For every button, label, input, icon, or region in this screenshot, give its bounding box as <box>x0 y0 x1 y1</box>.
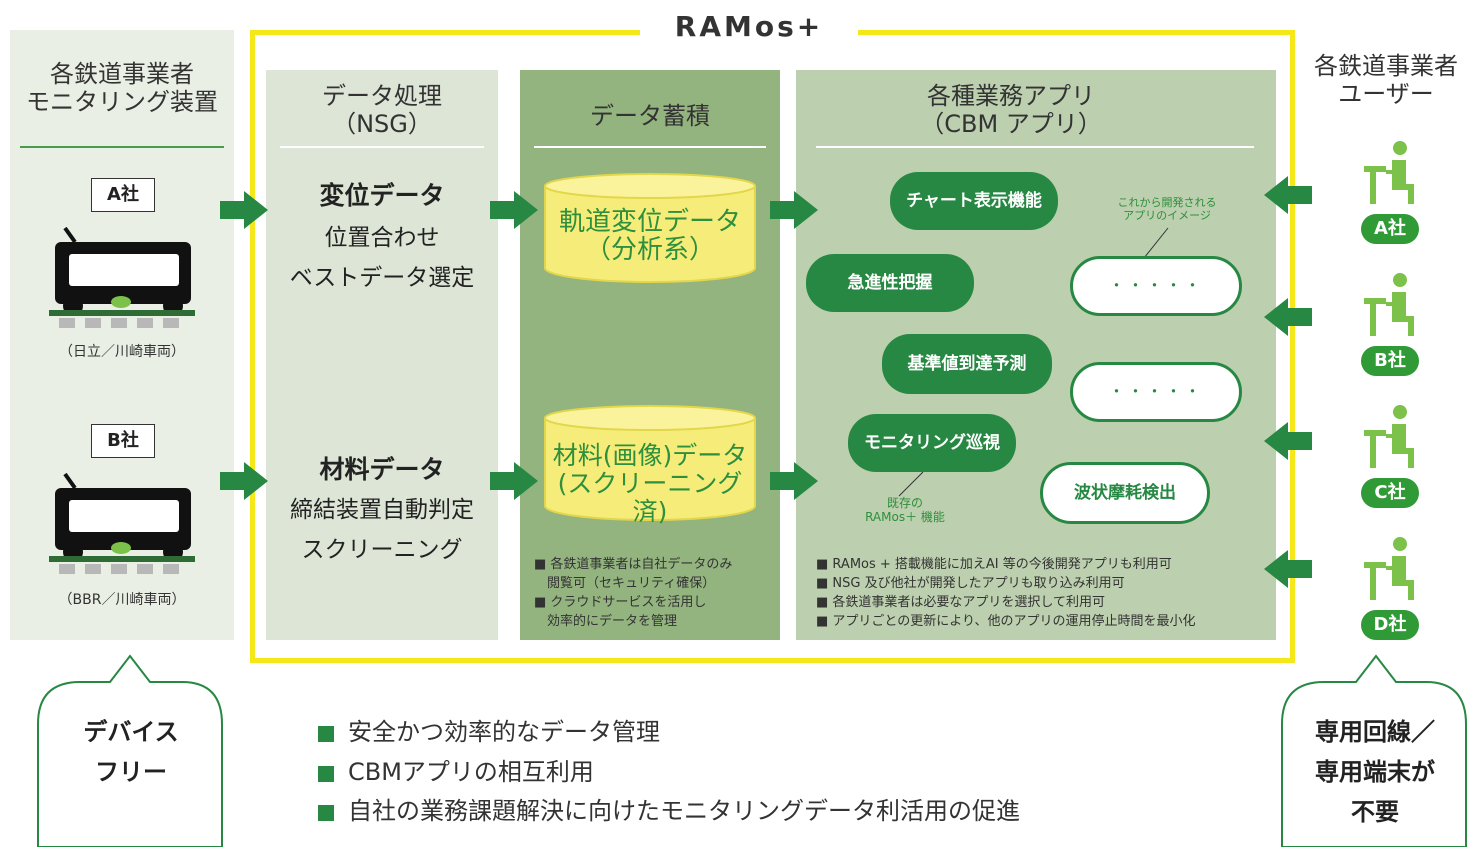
user-at-desk-icon <box>1364 141 1414 204</box>
apps-note-2: ■ NSG 及び他社が開発したアプリも取り込み利用可 <box>816 576 1125 591</box>
app-threshold-prediction: 基準値到達予測 <box>882 334 1052 394</box>
app-wave-wear-detection: 波状摩耗検出 <box>1040 462 1210 524</box>
benefit-item: 安全かつ効率的なデータ管理 <box>318 712 660 747</box>
storage-note-2: ■ クラウドサービスを活用し <box>534 595 707 610</box>
bullet-square-icon <box>318 726 334 742</box>
left-speech-bubble-shape <box>37 654 223 847</box>
material-data-title: 材料データ <box>319 455 445 484</box>
user-at-desk-icon <box>1364 537 1414 600</box>
train-a-icon <box>49 226 195 328</box>
bullet-square-icon <box>318 805 334 821</box>
users-heading: 各鉄道事業者 ユーザー <box>1314 52 1458 108</box>
user-at-desk-icon <box>1364 405 1414 468</box>
business-apps-heading: 各種業務アプリ （CBM アプリ） <box>920 82 1102 138</box>
existing-features-label: 既存の RAMos＋ 機能 <box>865 496 945 524</box>
diagram-title: RAMos+ <box>674 10 824 43</box>
no-dedicated-line-label: 専用回線／ 専用端末が 不要 <box>1315 718 1435 826</box>
user-b-badge: B社 <box>1361 346 1419 376</box>
user-at-desk-icon <box>1364 273 1414 336</box>
caption-b: （BBR／川崎車両） <box>58 592 186 608</box>
data-storage-column <box>520 70 780 640</box>
user-c-badge: C社 <box>1361 478 1419 508</box>
displacement-step-1: 位置合わせ <box>324 225 440 251</box>
data-storage-heading: データ蓄積 <box>590 102 710 130</box>
app-chart-display: チャート表示機能 <box>890 172 1058 230</box>
data-processing-column <box>266 70 498 640</box>
divider <box>20 146 224 148</box>
flow-arrow-right-icon <box>770 462 818 500</box>
train-b-icon <box>49 472 195 574</box>
flow-arrow-left-icon <box>1264 550 1312 588</box>
future-apps-label: これから開発される アプリのイメージ <box>1117 196 1217 222</box>
apps-note-1: ■ RAMos + 搭載機能に加えAI 等の今後開発アプリも利用可 <box>816 557 1172 572</box>
displacement-step-2: ベストデータ選定 <box>289 265 475 291</box>
benefit-text: CBMアプリの相互利用 <box>348 758 594 786</box>
title-gap <box>640 10 858 50</box>
storage-note-1b: 閲覧可（セキュリティ確保） <box>534 576 716 591</box>
divider <box>534 146 766 148</box>
database-cylinder-1 <box>544 173 756 283</box>
bullet-square-icon <box>318 766 334 782</box>
storage-note-2b: 効率的にデータを管理 <box>534 614 678 629</box>
benefit-item: CBMアプリの相互利用 <box>318 752 594 787</box>
material-step-2: スクリーニング <box>301 537 463 563</box>
flow-arrow-right-icon <box>220 462 268 500</box>
user-d-badge: D社 <box>1361 610 1419 640</box>
apps-note-3: ■ 各鉄道事業者は必要なアプリを選択して利用可 <box>816 595 1106 610</box>
future-app-placeholder-2: ・・・・・ <box>1070 362 1242 422</box>
divider <box>816 146 1254 148</box>
track-displacement-data: 軌道変位データ （分析系） <box>558 207 741 265</box>
material-step-1: 締結装置自動判定 <box>290 497 474 523</box>
caption-a: （日立／川崎車両） <box>59 344 185 360</box>
flow-arrow-left-icon <box>1264 176 1312 214</box>
benefit-item: 自社の業務課題解決に向けたモニタリングデータ利活用の促進 <box>318 791 1020 826</box>
displacement-data-title: 変位データ <box>319 181 445 210</box>
device-free-label: デバイス フリー <box>83 718 179 786</box>
divider <box>280 146 484 148</box>
storage-note-1: ■ 各鉄道事業者は自社データのみ <box>534 557 733 572</box>
benefit-text: 自社の業務課題解決に向けたモニタリングデータ利活用の促進 <box>348 797 1020 825</box>
benefit-text: 安全かつ効率的なデータ管理 <box>348 718 660 746</box>
future-apps-pointer <box>1143 227 1169 259</box>
flow-arrow-right-icon <box>770 191 818 229</box>
app-sudden-change: 急進性把握 <box>806 254 974 312</box>
right-speech-bubble-shape <box>1281 654 1467 847</box>
database-cylinder-2 <box>544 405 756 521</box>
flow-arrow-left-icon <box>1264 298 1312 336</box>
flow-arrow-right-icon <box>490 191 538 229</box>
company-b-label: B社 <box>91 424 155 458</box>
flow-arrow-right-icon <box>490 462 538 500</box>
existing-features-pointer <box>898 471 924 497</box>
future-app-placeholder-1: ・・・・・ <box>1070 256 1242 316</box>
material-image-data: 材料(画像)データ (スクリーニング済) <box>552 441 748 526</box>
flow-arrow-left-icon <box>1264 422 1312 460</box>
data-processing-heading: データ処理 （NSG） <box>322 82 442 138</box>
user-a-badge: A社 <box>1361 214 1419 244</box>
app-monitoring-patrol: モニタリング巡視 <box>848 414 1016 472</box>
company-a-label: A社 <box>91 178 155 212</box>
apps-note-4: ■ アプリごとの更新により、他のアプリの運用停止時間を最小化 <box>816 614 1196 629</box>
monitoring-devices-heading: 各鉄道事業者 モニタリング装置 <box>26 60 218 116</box>
flow-arrow-right-icon <box>220 191 268 229</box>
